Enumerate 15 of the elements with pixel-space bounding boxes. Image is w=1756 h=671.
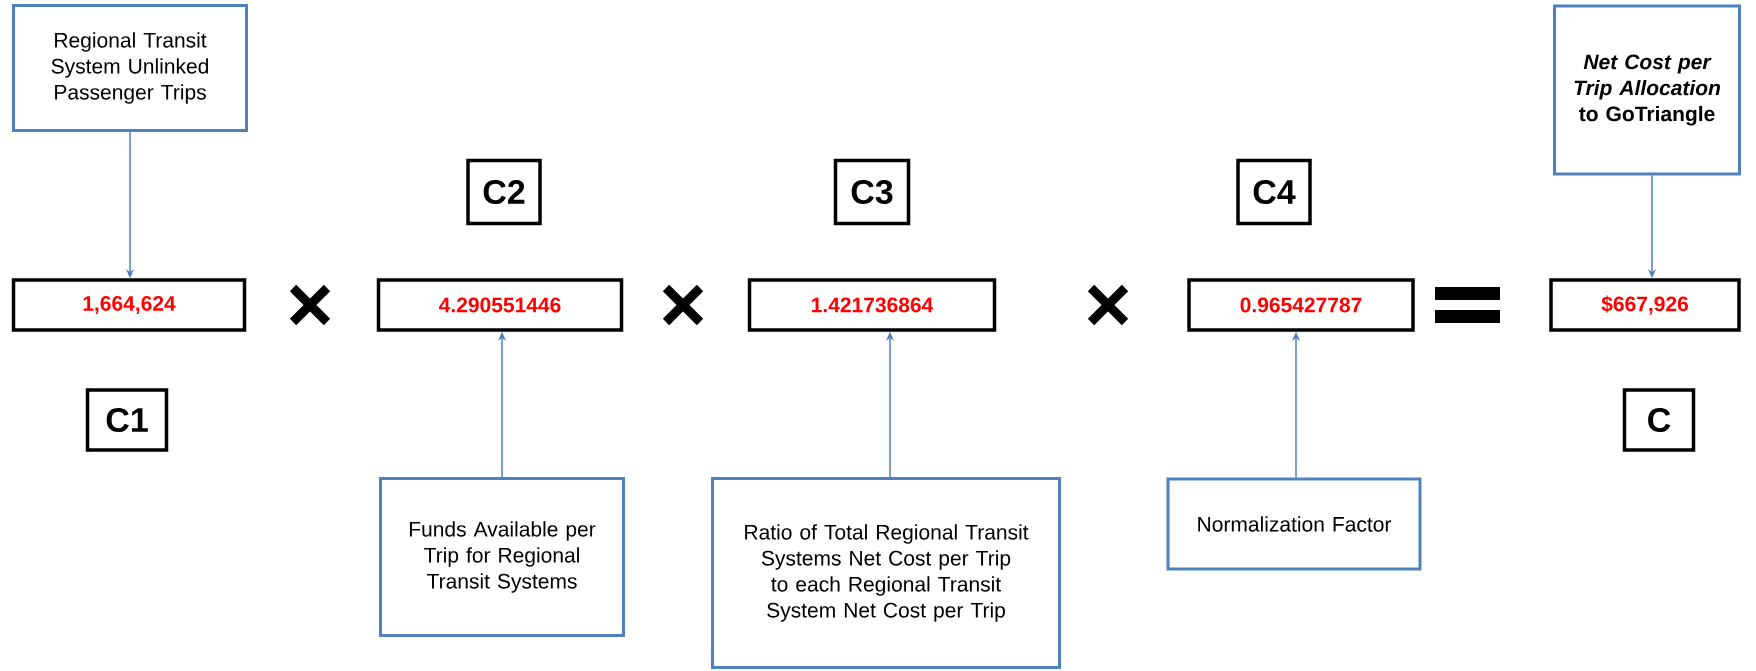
label-box: C1 (85, 388, 169, 452)
callout-box: Net Cost per Trip Allocation to GoTriangle (1553, 4, 1741, 176)
label-box: C (1622, 388, 1696, 452)
callout-box: Funds Available per Trip for Regional Transit Systems (379, 477, 625, 637)
callout-box: Regional Transit System Unlinked Passenger Trips (12, 4, 248, 132)
value-box: 1.421736864 (747, 278, 997, 332)
value-box: 1,664,624 (11, 278, 247, 332)
label-box: C3 (833, 158, 911, 226)
label-box: C2 (466, 158, 542, 226)
callout-box: Ratio of Total Regional Transit Systems Net Cost per Trip to each Regional Transit System Net Cost per Trip (711, 477, 1061, 669)
value-box: 4.290551446 (376, 278, 624, 332)
value-box: 0.965427787 (1187, 278, 1415, 332)
label-box: C4 (1236, 158, 1312, 226)
value-box: $667,926 (1549, 278, 1741, 332)
callout-box: Normalization Factor (1166, 477, 1422, 571)
